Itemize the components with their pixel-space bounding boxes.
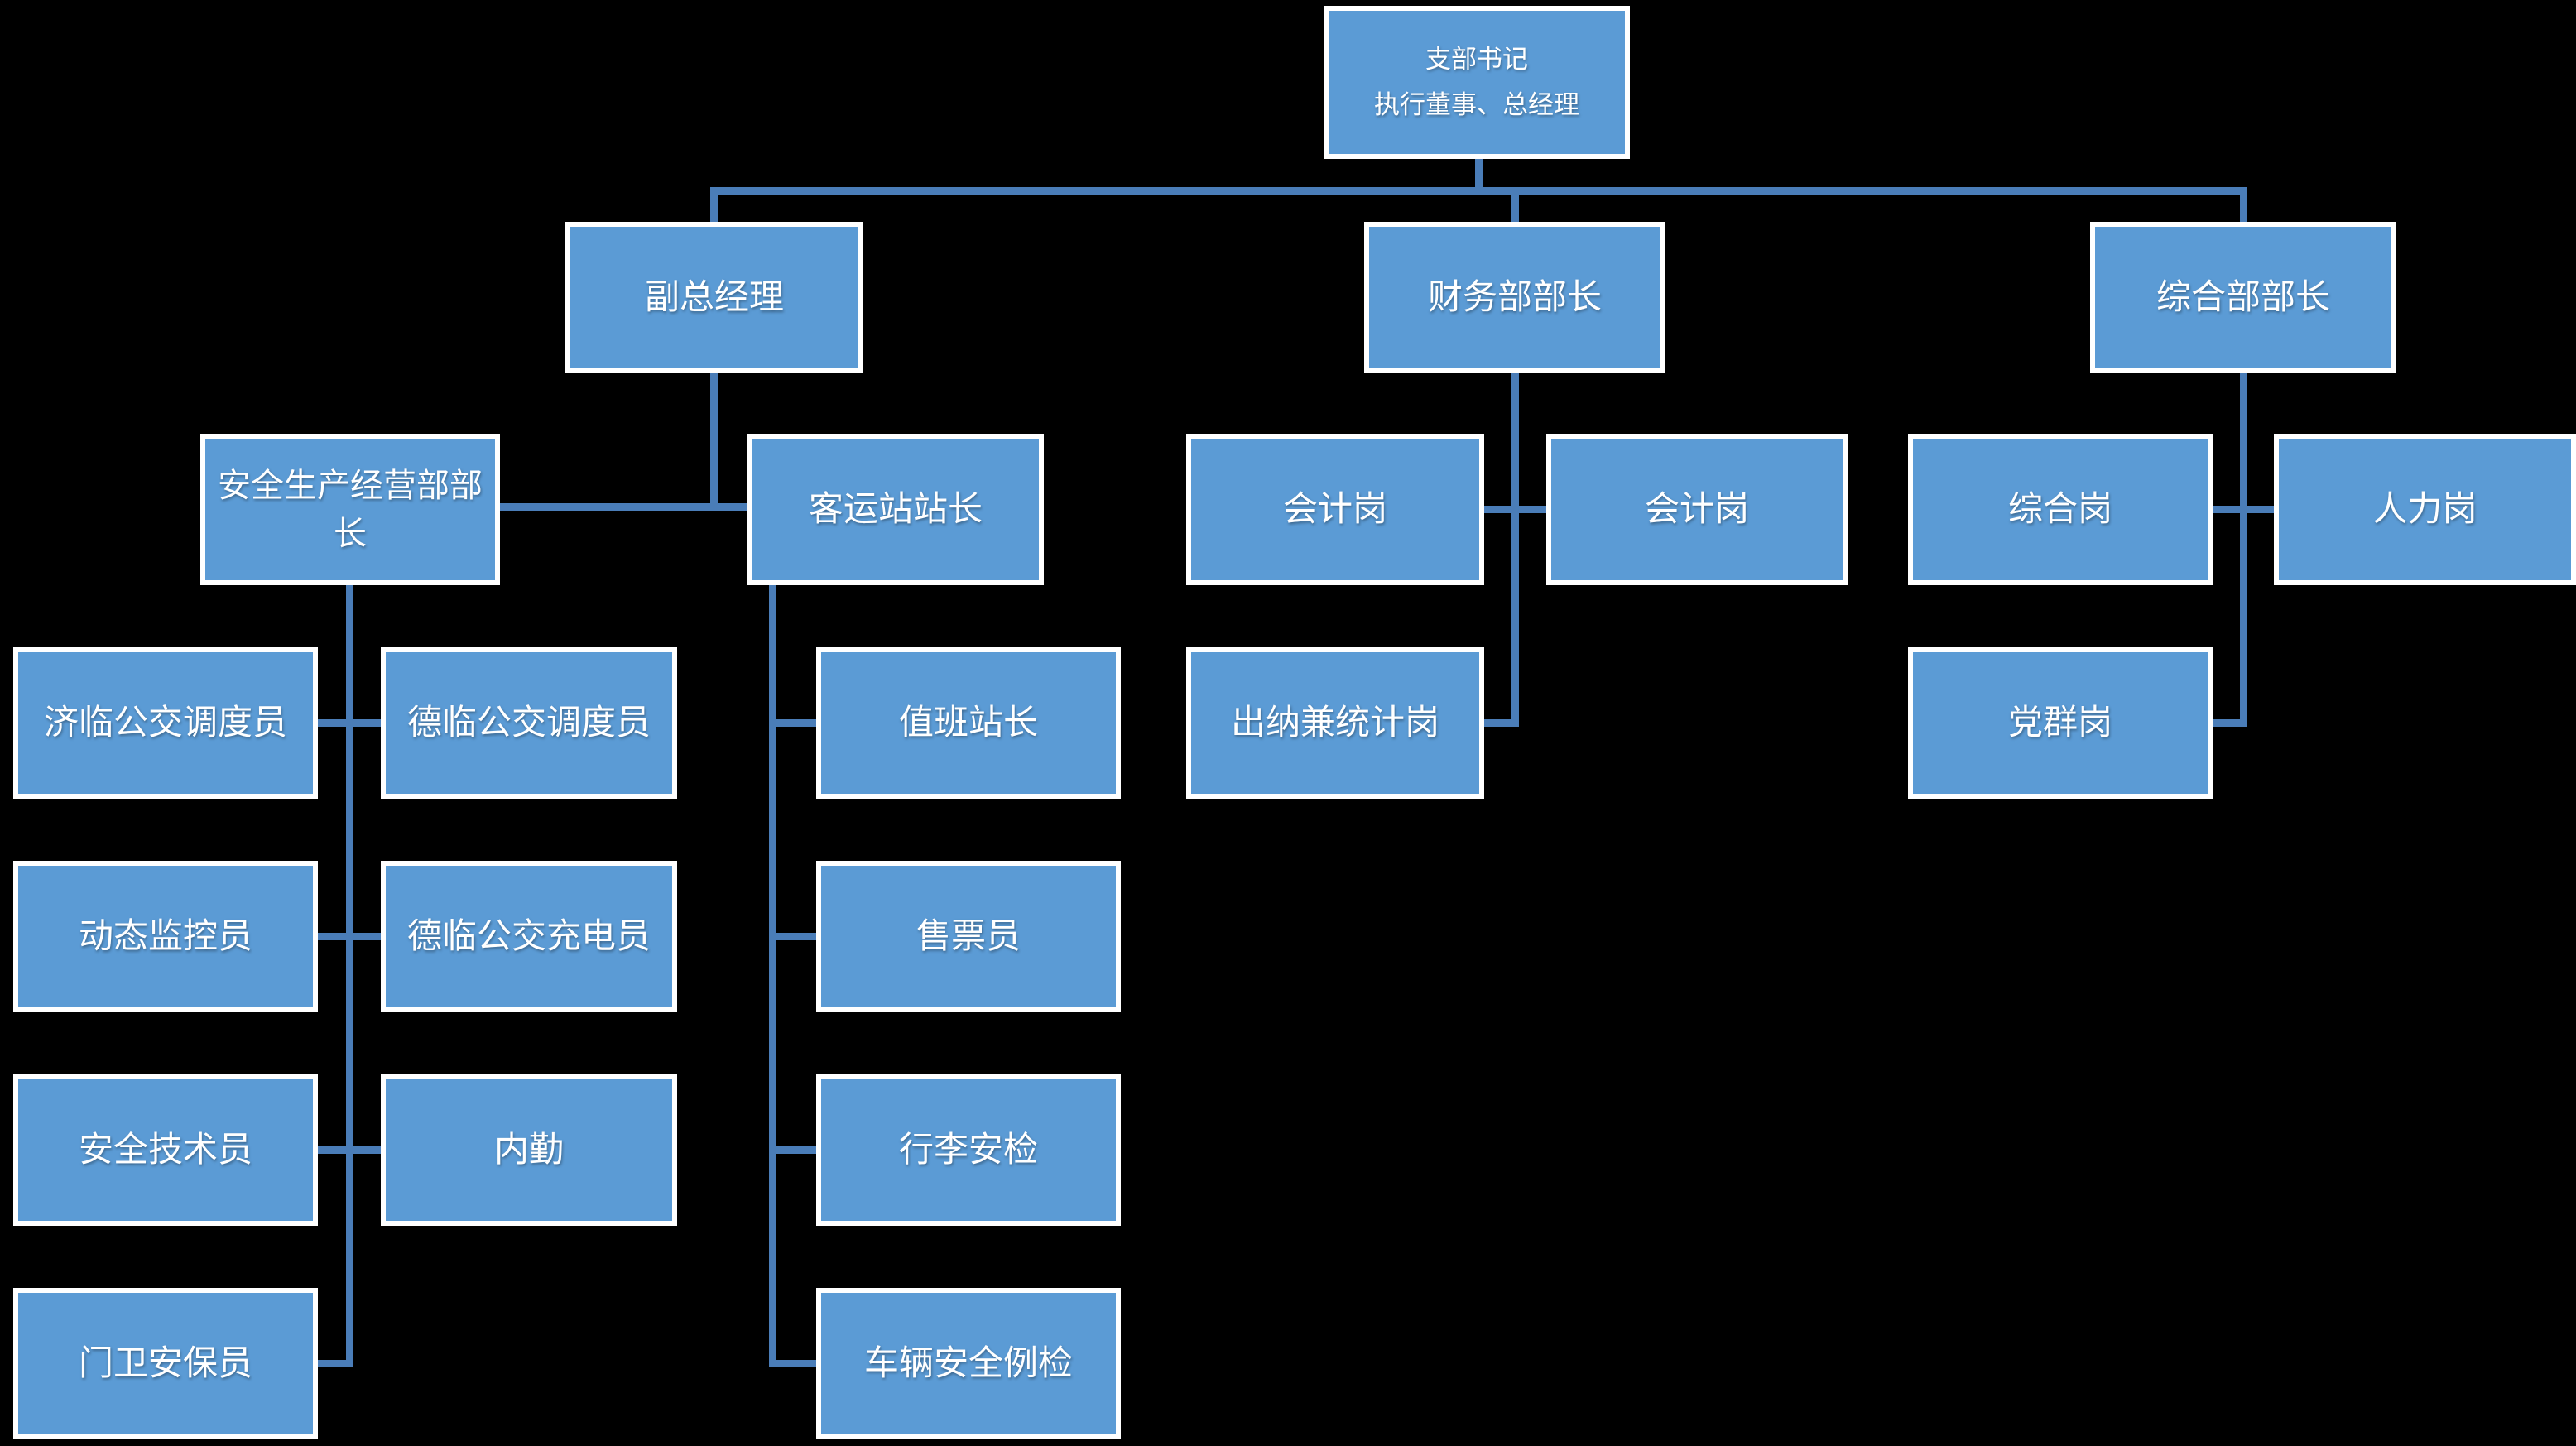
connector-general-trunk xyxy=(2240,373,2247,727)
org-node-dynamic-monitor: 动态监控员 xyxy=(13,861,318,1012)
org-node-label: 会计岗 xyxy=(1282,489,1387,529)
connector-safety-stub-row2 xyxy=(317,933,381,940)
org-node-safety-production-dept-head: 安全生产经营部部长 xyxy=(200,434,500,585)
org-node-delin-bus-charger: 德临公交充电员 xyxy=(381,861,677,1012)
org-node-label: 济临公交调度员 xyxy=(43,703,287,742)
connector-drop-finance-head xyxy=(1511,187,1519,222)
org-node-label: 副总经理 xyxy=(644,277,784,317)
org-node-label: 行李安检 xyxy=(898,1130,1038,1170)
org-node-party-mass-post: 党群岗 xyxy=(1908,647,2213,799)
org-node-label: 人力岗 xyxy=(2372,489,2477,529)
org-node-label: 德临公交调度员 xyxy=(406,703,651,742)
org-node-label: 客运站站长 xyxy=(808,489,983,529)
connector-safety-stub-row3 xyxy=(317,1146,381,1154)
org-node-jilin-bus-dispatcher: 济临公交调度员 xyxy=(13,647,318,799)
org-node-safety-technician: 安全技术员 xyxy=(13,1074,318,1226)
org-node-vehicle-safety-inspection: 车辆安全例检 xyxy=(816,1288,1121,1439)
connector-general-stub-posts xyxy=(2213,506,2274,513)
connector-general-stub-party xyxy=(2213,719,2247,727)
connector-finance-stub-accountants xyxy=(1484,506,1546,513)
org-node-cashier-statistics-post: 出纳兼统计岗 xyxy=(1186,647,1484,799)
org-node-branch-secretary-gm: 支部书记 执行董事、总经理 xyxy=(1324,6,1630,159)
org-node-label: 德临公交充电员 xyxy=(406,916,651,956)
org-node-gate-security-guard: 门卫安保员 xyxy=(13,1288,318,1439)
connector-station-stub-row4 xyxy=(769,1360,816,1367)
org-node-deputy-gm: 副总经理 xyxy=(565,222,863,373)
org-node-label: 安全生产经营部部长 xyxy=(218,467,483,552)
org-node-accountant-post-1: 会计岗 xyxy=(1186,434,1484,585)
org-node-label: 会计岗 xyxy=(1644,489,1749,529)
connector-safety-stub-row4 xyxy=(317,1360,353,1367)
org-node-finance-dept-head: 财务部部长 xyxy=(1364,222,1665,373)
org-node-label: 动态监控员 xyxy=(78,916,252,956)
connector-drop-general-head xyxy=(2240,187,2247,222)
connector-station-stub-row2 xyxy=(769,933,816,940)
connector-station-stub-row3 xyxy=(769,1146,816,1154)
connector-level2-bus xyxy=(710,187,2247,195)
org-node-label: 党群岗 xyxy=(2007,703,2112,742)
org-node-label: 值班站长 xyxy=(898,703,1038,742)
connector-finance-trunk xyxy=(1511,373,1519,727)
org-node-delin-bus-dispatcher: 德临公交调度员 xyxy=(381,647,677,799)
org-node-luggage-security-check: 行李安检 xyxy=(816,1074,1121,1226)
org-node-ticket-seller: 售票员 xyxy=(816,861,1121,1012)
connector-drop-deputy-gm xyxy=(710,187,718,222)
org-node-accountant-post-2: 会计岗 xyxy=(1546,434,1848,585)
org-node-label: 售票员 xyxy=(916,916,1021,956)
connector-safety-trunk xyxy=(346,585,353,1367)
org-node-label: 综合岗 xyxy=(2007,489,2112,529)
connector-safety-stub-row1 xyxy=(317,719,381,727)
org-node-passenger-station-head: 客运站站长 xyxy=(747,434,1044,585)
connector-deputy-gm-drop xyxy=(710,373,718,511)
org-node-duty-station-master: 值班站长 xyxy=(816,647,1121,799)
org-node-label: 车辆安全例检 xyxy=(863,1343,1073,1383)
org-node-general-post: 综合岗 xyxy=(1908,434,2213,585)
org-node-label: 支部书记 执行董事、总经理 xyxy=(1374,45,1579,119)
connector-deputy-children-bus xyxy=(499,503,747,511)
org-node-label: 门卫安保员 xyxy=(78,1343,252,1383)
connector-station-stub-row1 xyxy=(769,719,816,727)
org-node-label: 综合部部长 xyxy=(2155,277,2330,317)
connector-station-trunk xyxy=(769,585,776,1367)
org-node-label: 出纳兼统计岗 xyxy=(1230,703,1439,742)
org-node-label: 财务部部长 xyxy=(1427,277,1602,317)
connector-root-drop xyxy=(1475,159,1483,195)
org-node-label: 内勤 xyxy=(493,1130,564,1170)
org-node-office-clerk: 内勤 xyxy=(381,1074,677,1226)
org-node-label: 安全技术员 xyxy=(78,1130,252,1170)
org-node-general-dept-head: 综合部部长 xyxy=(2090,222,2396,373)
org-node-hr-post: 人力岗 xyxy=(2274,434,2576,585)
connector-finance-stub-cashier xyxy=(1484,719,1519,727)
